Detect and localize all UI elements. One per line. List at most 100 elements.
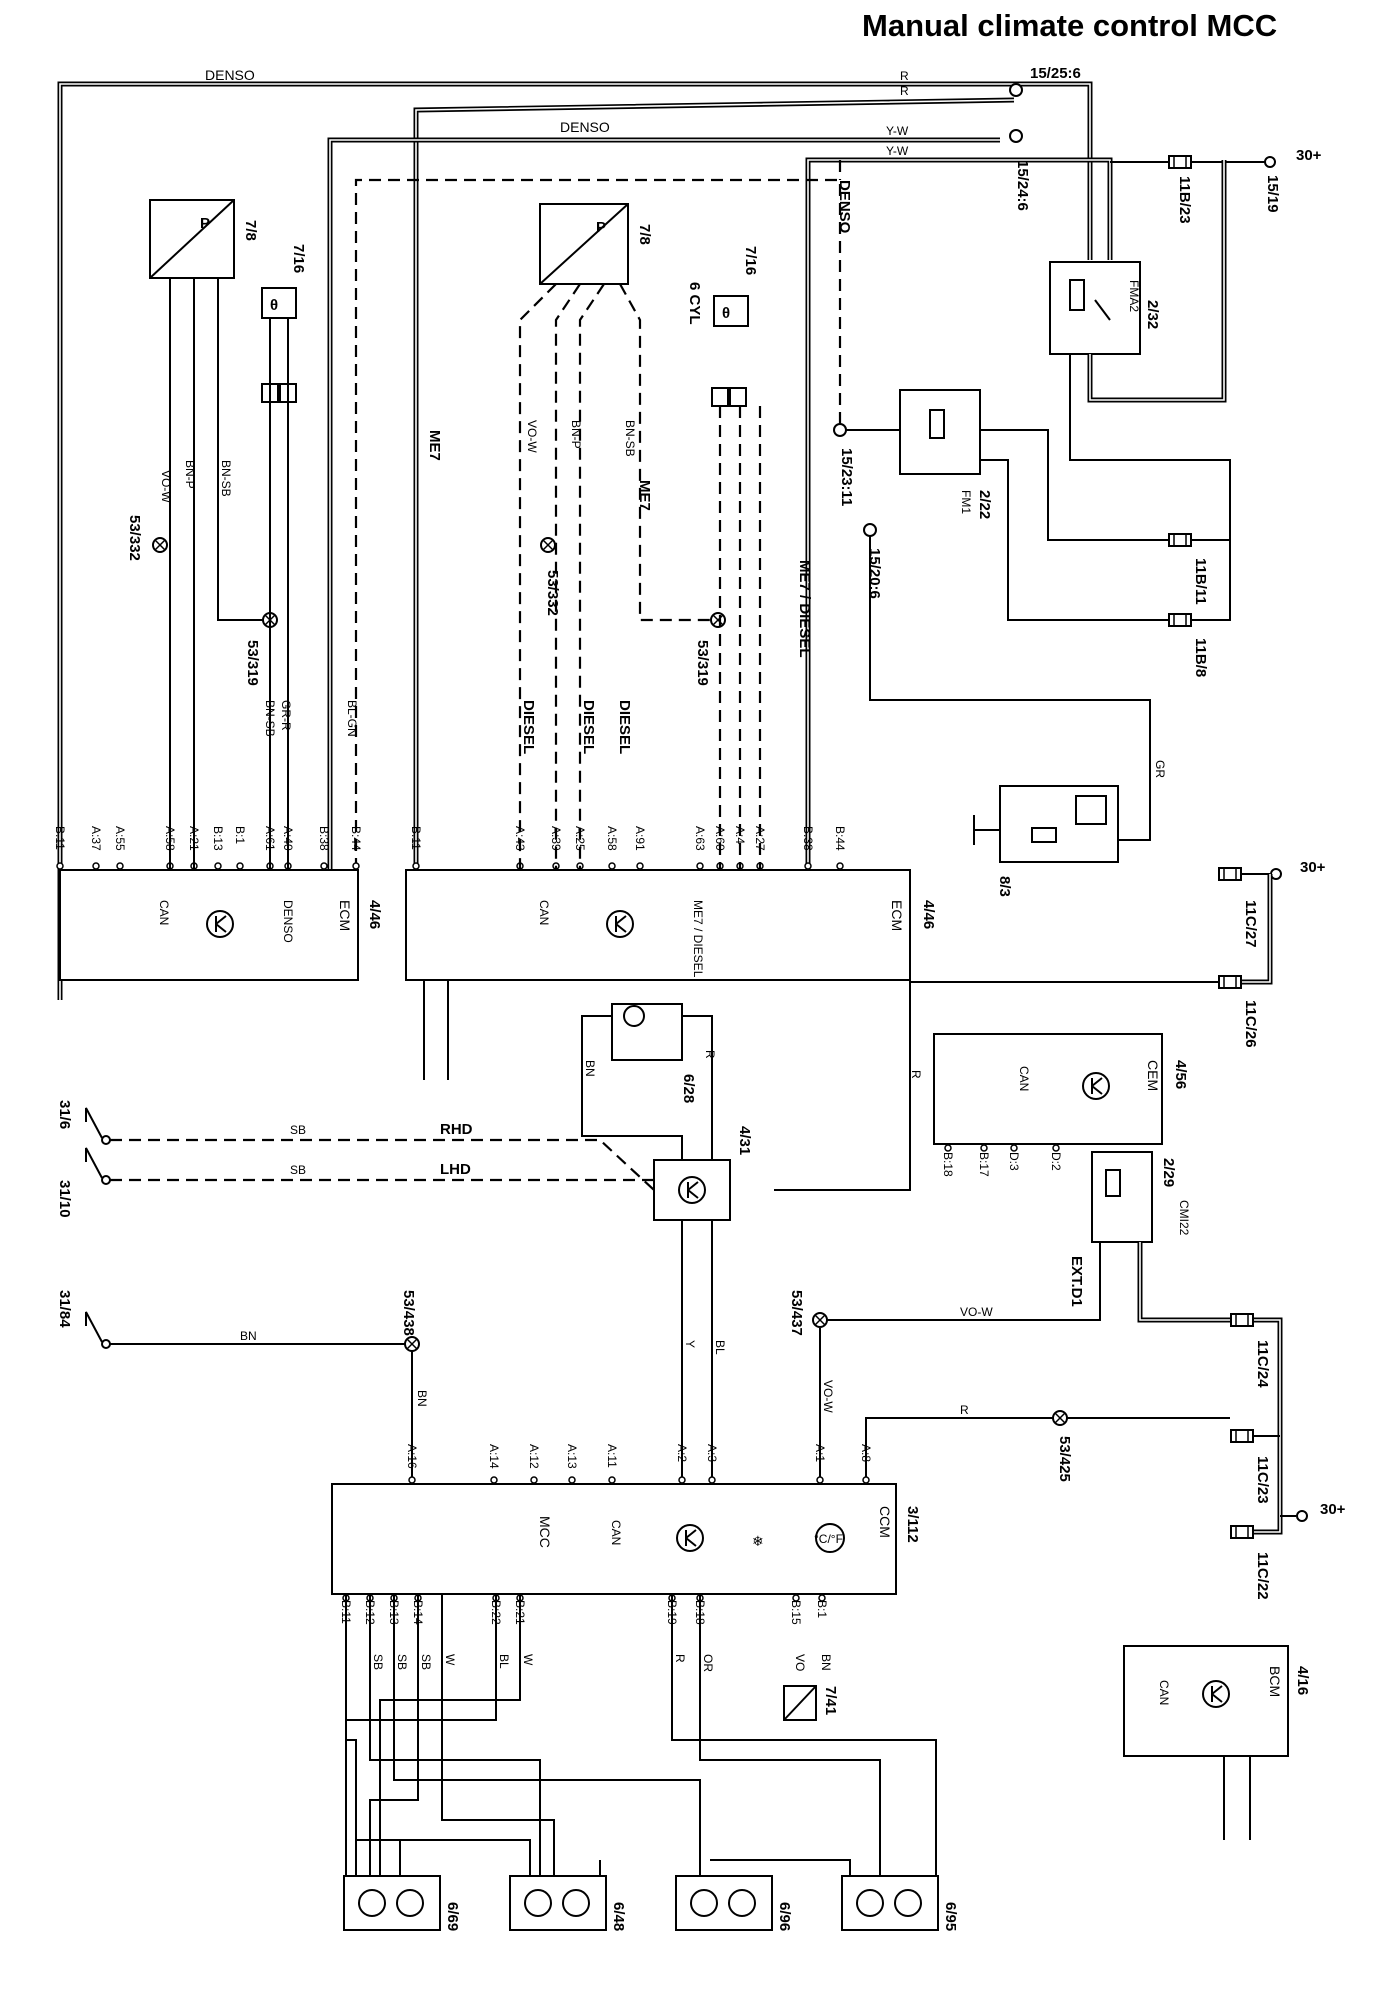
relay-2-32-type: FMA2 bbox=[1127, 280, 1141, 312]
ecm-denso-pin-label: B:44 bbox=[349, 826, 363, 851]
ecm-denso-pin-label: B:13 bbox=[211, 826, 225, 851]
mcc-top-pin-dot bbox=[678, 1476, 686, 1484]
node-15-19-label: 15/19 bbox=[1264, 175, 1281, 213]
relay-2-29 bbox=[1091, 1151, 1153, 1243]
wire-w-m2: W bbox=[521, 1654, 535, 1666]
cem-can: CAN bbox=[1017, 1066, 1031, 1091]
cem-pin-dot bbox=[1010, 1144, 1018, 1152]
ecm-me7-pin-label: B:44 bbox=[833, 826, 847, 851]
mcc-top-pin-dot bbox=[530, 1476, 538, 1484]
cem-id: 4/56 bbox=[1172, 1060, 1189, 1089]
ecm-me7-pin-label: B:38 bbox=[801, 826, 815, 851]
ecm-denso-pin-label: B:1 bbox=[233, 826, 247, 844]
mcc-top-pin-dot bbox=[608, 1476, 616, 1484]
wire-w-m1: W bbox=[443, 1654, 457, 1666]
mcc-top-pin-dot bbox=[490, 1476, 498, 1484]
ecm-me7-box bbox=[405, 869, 911, 981]
splice-53-438-label: 53/438 bbox=[400, 1290, 417, 1336]
me7-diesel-label: ME7 / DIESEL bbox=[796, 560, 813, 658]
mcc-top-pin-dot bbox=[862, 1476, 870, 1484]
pressure-sensor-7-8-b bbox=[539, 203, 629, 285]
ecm-me7-pin-label: A:91 bbox=[633, 826, 647, 851]
ecm-denso-pin-dot bbox=[116, 862, 124, 870]
wire-bl-m: BL bbox=[497, 1654, 511, 1669]
wire-bl-431: BL bbox=[713, 1340, 727, 1355]
sensor-7-16-b-label: 7/16 bbox=[742, 246, 759, 275]
ground-31-84 bbox=[85, 1311, 111, 1349]
ecm-me7-pin-label: A:60 bbox=[713, 826, 727, 851]
motor-6-96-label: 6/96 bbox=[776, 1902, 793, 1931]
bcm-name: BCM bbox=[1267, 1666, 1283, 1697]
mcc-top-pin-dot bbox=[708, 1476, 716, 1484]
control-unit-icon bbox=[358, 1889, 386, 1917]
control-unit-icon bbox=[690, 1889, 718, 1917]
ecm-denso-pin-dot bbox=[236, 862, 244, 870]
motor-actuators bbox=[343, 1875, 939, 1931]
relay-2-32-label: 2/32 bbox=[1144, 300, 1161, 329]
mcc-bottom-pin-dot bbox=[818, 1594, 826, 1602]
mcc-top-pin-dot bbox=[816, 1476, 824, 1484]
cem-pin-label: D:3 bbox=[1007, 1152, 1021, 1171]
wire-r-425: R bbox=[960, 1403, 969, 1417]
fuse-11C-22-label: 11C/22 bbox=[1254, 1552, 1271, 1600]
sensor-7-41 bbox=[783, 1685, 817, 1721]
motor-icon bbox=[894, 1889, 922, 1917]
supply-30-label-2: 30+ bbox=[1300, 859, 1326, 876]
mcc-top-pin-label: A:16 bbox=[405, 1444, 419, 1469]
motor-6-69-label: 6/69 bbox=[444, 1902, 461, 1931]
ecm-me7-pin-label: A:63 bbox=[693, 826, 707, 851]
wire-r-label: R bbox=[900, 69, 909, 83]
wire-sb-rhd: SB bbox=[290, 1123, 306, 1137]
relay-2-32 bbox=[1049, 261, 1141, 355]
wire-bn-m: BN bbox=[819, 1654, 833, 1671]
wire-bnp-b: BN-P bbox=[569, 420, 583, 449]
sensor-p-b: P bbox=[596, 219, 606, 236]
motor-harness bbox=[345, 1594, 937, 1876]
me7-label-mid: ME7 bbox=[636, 480, 653, 511]
node-15-23-11-label: 15/23:11 bbox=[838, 448, 855, 506]
ecm-denso-pin-label: B:38 bbox=[317, 826, 331, 851]
sensor-7-8-a-label: 7/8 bbox=[242, 220, 259, 241]
fuse-11C-24-label: 11C/24 bbox=[1254, 1340, 1271, 1388]
ecm-me7-pin-dot bbox=[836, 862, 844, 870]
ecm-denso-pin-dot bbox=[320, 862, 328, 870]
ecm-me7-id: 4/46 bbox=[920, 900, 937, 929]
sensor-p-a: P bbox=[200, 215, 210, 232]
ecm-denso-pin-label: B:11 bbox=[53, 826, 67, 850]
sensor-7-8-b-label: 7/8 bbox=[636, 224, 653, 245]
denso-label-side: DENSO bbox=[836, 180, 853, 234]
control-unit-icon bbox=[524, 1889, 552, 1917]
ecm-me7-pin-dot bbox=[696, 862, 704, 870]
mcc-id: 3/112 bbox=[904, 1506, 921, 1543]
ecm-denso-can: CAN bbox=[157, 900, 171, 925]
splice-53-319-b-label: 53/319 bbox=[694, 640, 711, 686]
mcc-top-pin-label: A:2 bbox=[675, 1444, 689, 1462]
wire-vow-a: VO-W bbox=[159, 470, 173, 503]
wire-r-cem: R bbox=[909, 1070, 923, 1079]
diesel-label-1: DIESEL bbox=[520, 700, 537, 754]
mcc-ccm-label: CCM bbox=[877, 1506, 893, 1538]
wire-r-m: R bbox=[673, 1654, 687, 1663]
ecm-denso-pin-dot bbox=[352, 862, 360, 870]
cem-name: CEM bbox=[1145, 1060, 1161, 1091]
ecm-me7-pin-dot bbox=[636, 862, 644, 870]
mcc-top-pin-label: A:1 bbox=[813, 1444, 827, 1462]
ground-31-84-label: 31/84 bbox=[56, 1290, 73, 1328]
mcc-top-pin-label: A:8 bbox=[859, 1444, 873, 1462]
mcc-can: CAN bbox=[609, 1520, 623, 1545]
node-15-20-6 bbox=[863, 523, 877, 537]
cem-pin-dot bbox=[980, 1144, 988, 1152]
sensor-theta-b: θ bbox=[722, 305, 730, 322]
temp-sensor-7-16-a bbox=[261, 287, 297, 403]
fan-6-28 bbox=[611, 1003, 683, 1061]
wire-sb-lhd: SB bbox=[290, 1163, 306, 1177]
ecm-me7-pin-dot bbox=[804, 862, 812, 870]
motor-icon bbox=[728, 1889, 756, 1917]
splice-53-332-a-label: 53/332 bbox=[126, 515, 143, 561]
ecm-denso-sub: DENSO bbox=[281, 900, 295, 943]
splice-53-332-b-label: 53/332 bbox=[544, 570, 561, 616]
